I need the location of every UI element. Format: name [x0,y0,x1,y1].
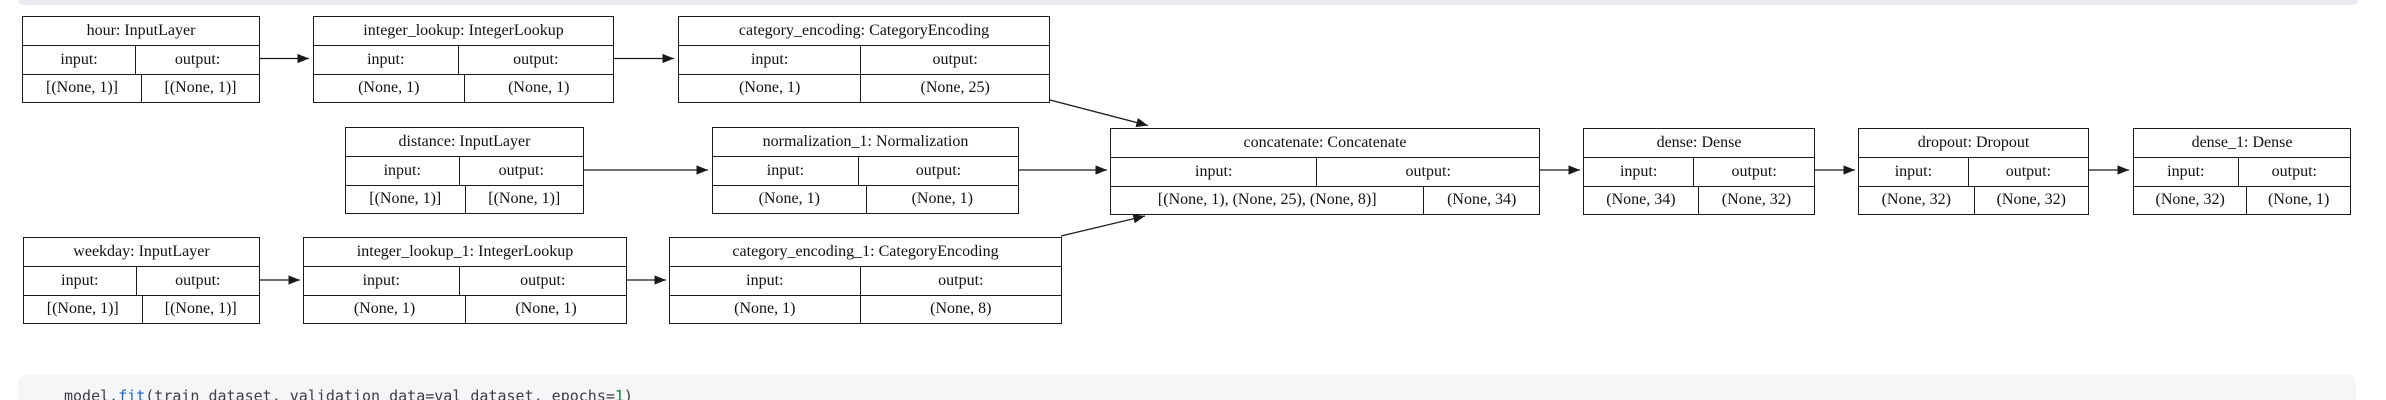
input-shape: (None, 1) [670,295,861,323]
graph-node-normalization_1: normalization_1: Normalization input: ou… [712,127,1019,214]
code-token-plain: ) [623,387,633,400]
graph-node-dropout: dropout: Dropout input: output: (None, 3… [1858,128,2089,215]
input-label: input: [1859,158,1969,186]
output-shape: [(None, 1)] [488,190,561,208]
output-shape: (None, 1) [508,79,570,97]
output-label: output: [2271,163,2317,181]
input-shape: [(None, 1), (None, 25), (None, 8)] [1111,186,1425,214]
input-label: input: [713,157,859,185]
input-shape: (None, 1) [679,74,862,102]
output-label: output: [2005,163,2052,181]
graph-node-category_encoding: category_encoding: CategoryEncoding inpu… [678,16,1050,103]
node-title: concatenate: Concatenate [1111,129,1539,159]
output-label: output: [498,162,544,180]
input-label: input: [670,267,861,295]
input-label: input: [23,46,137,74]
graph-node-hour: hour: InputLayer input: output: [(None, … [22,16,260,103]
node-title: category_encoding_1: CategoryEncoding [670,238,1061,268]
code-token-function: fit [118,387,146,400]
input-shape: [(None, 1)] [23,74,142,102]
input-label: input: [679,46,862,74]
node-title: hour: InputLayer [23,17,259,47]
output-label: output: [932,51,978,69]
output-label: output: [513,51,559,69]
input-label: input: [2134,158,2239,186]
input-shape: (None, 32) [2134,186,2248,214]
output-label: output: [938,272,984,290]
code-line: model.fit(train_dataset, validation_data… [64,387,633,400]
input-shape: [(None, 1)] [346,185,466,213]
input-label: input: [314,46,459,74]
output-shape: (None, 32) [1996,191,2066,209]
output-label: output: [1405,163,1451,181]
output-shape: [(None, 1)] [164,300,237,318]
node-title: dense_1: Dense [2134,129,2350,159]
node-title: category_encoding: CategoryEncoding [679,17,1049,47]
output-label: output: [520,272,566,290]
output-shape: (None, 1) [2268,191,2330,209]
input-label: input: [346,157,460,185]
code-token-number: 1 [614,387,624,400]
code-cell[interactable]: model.fit(train_dataset, validation_data… [18,375,2356,400]
node-title: distance: InputLayer [346,128,583,158]
input-label: input: [24,267,137,295]
output-label: output: [175,272,221,290]
output-label: output: [915,162,962,180]
node-title: dense: Dense [1584,129,1814,159]
input-shape: [(None, 1)] [24,295,143,323]
graph-node-integer_lookup_1: integer_lookup_1: IntegerLookup input: o… [303,237,627,324]
node-title: integer_lookup: IntegerLookup [314,17,613,47]
output-shape: (None, 25) [920,79,990,97]
input-label: input: [1111,158,1318,186]
graph-node-distance: distance: InputLayer input: output: [(No… [345,127,584,214]
input-shape: (None, 32) [1859,186,1975,214]
code-token-plain: model. [64,387,119,400]
edge-category_encoding_1-concatenate [1060,214,1146,237]
node-title: integer_lookup_1: IntegerLookup [304,238,626,268]
output-shape: (None, 8) [930,300,992,318]
node-title: weekday: InputLayer [24,238,259,268]
output-label: output: [1731,163,1777,181]
input-shape: (None, 1) [304,295,466,323]
graph-node-integer_lookup: integer_lookup: IntegerLookup input: out… [313,16,614,103]
code-token-plain: (train_dataset, validation_data=val_data… [145,387,615,400]
edge-category_encoding-concatenate [1049,99,1149,128]
input-shape: (None, 1) [713,185,867,213]
graph-node-dense_1: dense_1: Dense input: output: (None, 32)… [2133,128,2351,215]
input-label: input: [1584,158,1695,186]
output-shape: [(None, 1)] [164,79,237,97]
output-shape: (None, 1) [515,300,577,318]
node-title: dropout: Dropout [1859,129,2088,159]
output-shape: (None, 1) [911,190,973,208]
input-label: input: [304,267,460,295]
output-shape: (None, 32) [1721,191,1792,209]
graph-node-concatenate: concatenate: Concatenate input: output: … [1110,128,1540,215]
previous-cell-bottom-edge [18,0,2358,5]
node-title: normalization_1: Normalization [713,128,1018,158]
graph-node-category_encoding_1: category_encoding_1: CategoryEncoding in… [669,237,1062,324]
graph-node-dense: dense: Dense input: output: (None, 34) (… [1583,128,1815,215]
output-shape: (None, 34) [1447,191,1517,209]
graph-node-weekday: weekday: InputLayer input: output: [(Non… [23,237,260,324]
input-shape: (None, 34) [1584,186,1699,214]
output-label: output: [174,51,221,69]
input-shape: (None, 1) [314,74,465,102]
